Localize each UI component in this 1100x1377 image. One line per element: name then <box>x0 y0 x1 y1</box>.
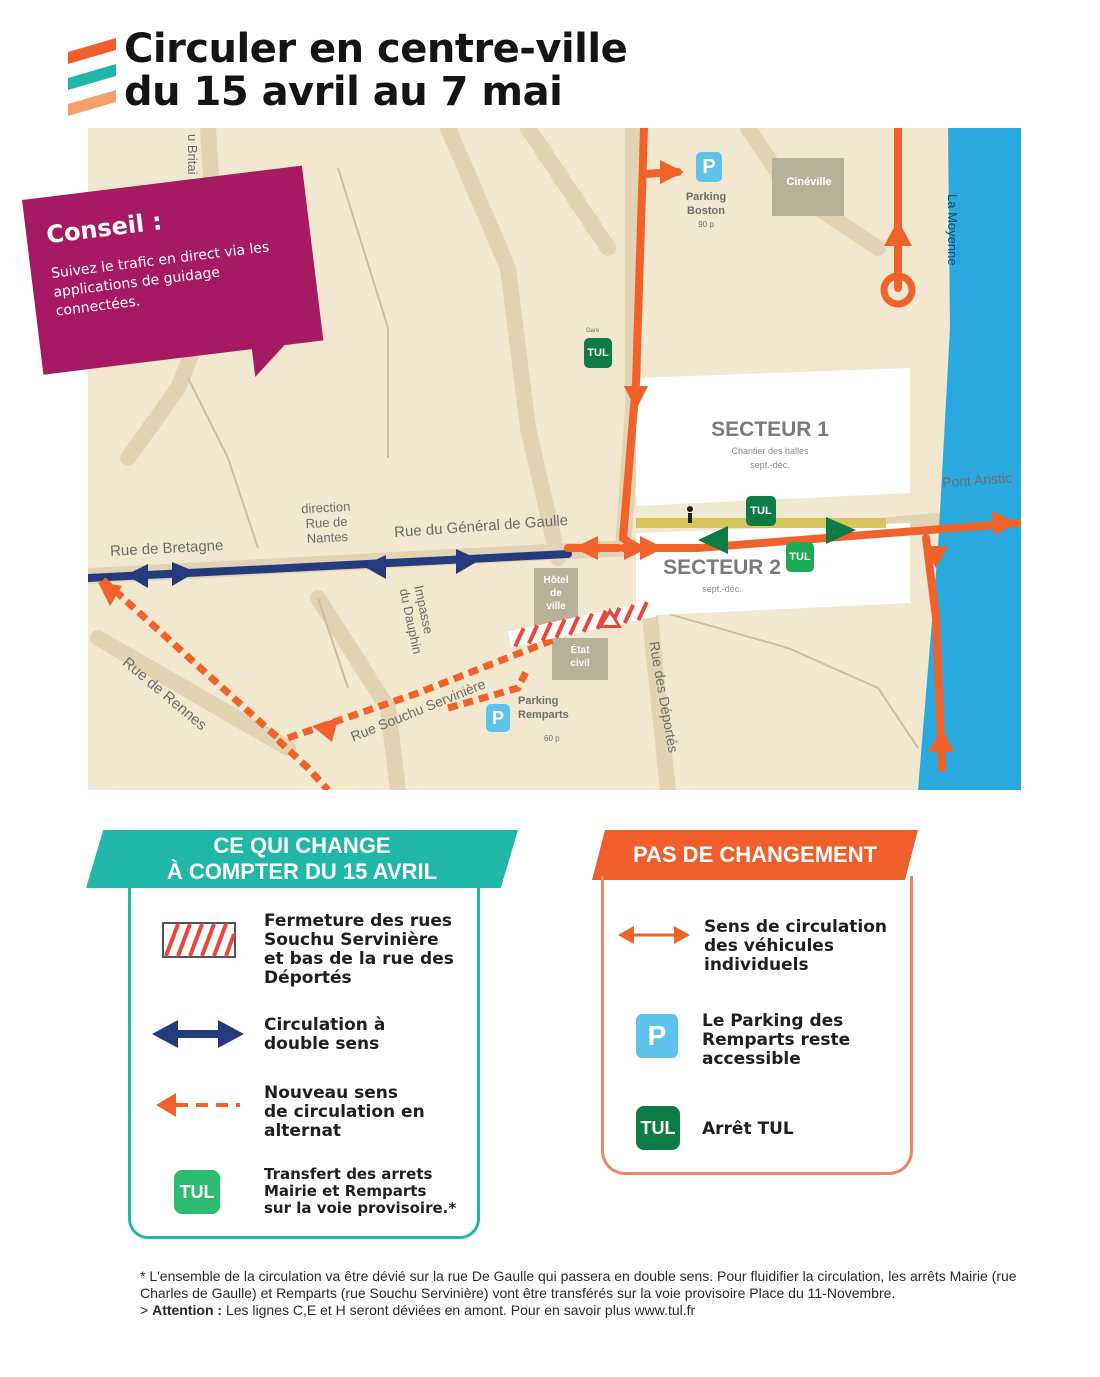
tul-stop-icon: TUL <box>746 496 776 526</box>
etat-civil-label: État civil <box>570 645 590 669</box>
parking-remparts-places: 60 p <box>544 734 560 743</box>
legend-tul-text: Arrêt TUL <box>702 1119 794 1139</box>
tul-dark-green-icon: TUL <box>636 1106 680 1150</box>
legend-change-title-line2: À COMPTER DU 15 AVRIL <box>166 859 438 884</box>
sector-1-dates: sept.-déc. <box>750 460 790 470</box>
legend-sens-circulation-text: Sens de circulation des véhicules indivi… <box>704 917 888 975</box>
hotel-de-ville-building <box>534 568 578 628</box>
advice-callout: Conseil : Suivez le trafic en direct via… <box>22 165 324 377</box>
legend-same-panel <box>601 876 913 1175</box>
sector-2-title: SECTEUR 2 <box>663 556 781 579</box>
river-label: La Moyenne <box>945 194 960 266</box>
pedestrian-icon <box>687 506 693 523</box>
parking-boston-places: 90 p <box>698 220 714 229</box>
warning-icon <box>598 608 622 628</box>
sector-2-dates: sept.-déc. <box>702 584 742 594</box>
dashed-arrow-orange-icon <box>156 1093 240 1117</box>
legend-alternat-text: Nouveau sens de circulation en alternat <box>264 1083 425 1141</box>
tul-stop-caption: Gare <box>586 328 600 334</box>
tul-stop-icon: TUL <box>584 338 612 368</box>
double-arrow-navy-icon <box>152 1020 244 1048</box>
legend-closure-text: Fermeture des rues Souchu Servinière et … <box>264 911 454 988</box>
attention-label: Attention : <box>152 1302 223 1318</box>
legend-change-panel <box>128 884 480 1239</box>
direction-label: direction Rue de Nantes <box>300 498 351 547</box>
closure-hatch-icon <box>162 922 236 958</box>
parking-icon: P <box>696 152 722 182</box>
parking-icon: P <box>486 704 510 732</box>
parking-boston-label: Parking Boston <box>685 191 727 217</box>
callout-tail-icon <box>251 338 295 377</box>
etat-civil-building <box>552 638 608 680</box>
parking-remparts-label: Parking Remparts <box>518 695 569 721</box>
legend-parking-text: Le Parking des Remparts reste accessible <box>702 1011 851 1069</box>
cineville-label: Cinéville <box>786 176 832 188</box>
legend-change-header: CE QUI CHANGE À COMPTER DU 15 AVRIL <box>86 830 518 888</box>
footnote-attention: > Attention : Les lignes C,E et H seront… <box>140 1302 696 1318</box>
page-title: Circuler en centre-ville du 15 avril au … <box>124 26 628 115</box>
legend-same-header: PAS DE CHANGEMENT <box>592 830 918 880</box>
tul-light-green-icon: TUL <box>174 1170 220 1214</box>
double-arrow-orange-icon <box>618 926 690 944</box>
hotel-de-ville-label: Hôtel de ville <box>543 575 569 612</box>
footnote: * L'ensemble de la circulation va être d… <box>140 1268 1040 1319</box>
parking-icon: P <box>636 1014 678 1058</box>
street-label-bretagne-top: u Britai <box>185 134 200 175</box>
legend-double-sens-text: Circulation à double sens <box>264 1015 386 1054</box>
brand-stripes-logo <box>68 38 116 116</box>
cineville-building <box>772 158 844 216</box>
attention-text: Les lignes C,E et H seront déviées en am… <box>222 1302 696 1318</box>
sector-1-title: SECTEUR 1 <box>711 418 829 441</box>
legend-transfert-text: Transfert des arrets Mairie et Remparts … <box>264 1165 457 1217</box>
sector-1-subtitle: Chantier des halles <box>731 446 809 456</box>
tul-stop-icon: TUL <box>786 542 814 572</box>
footnote-text: * L'ensemble de la circulation va être d… <box>140 1268 1017 1301</box>
legend-change-title-line1: CE QUI CHANGE <box>213 833 391 858</box>
